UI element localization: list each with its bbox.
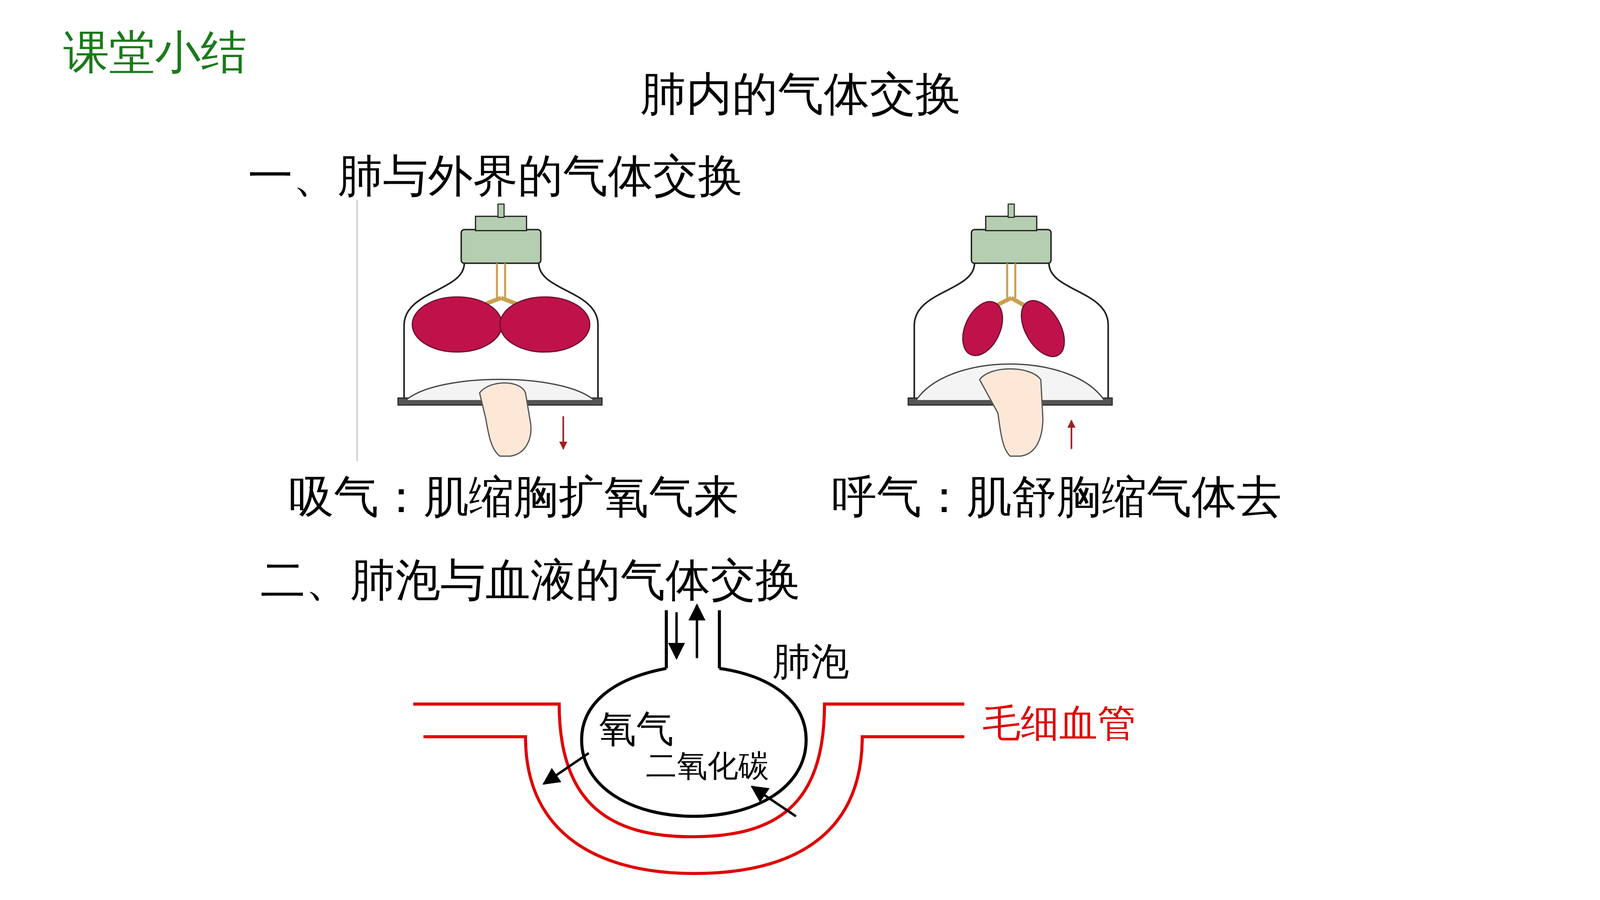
gas-label: 氧气 [598,707,674,751]
section-tag: 课堂小结 [63,25,247,79]
mnemonic-note: 呼气：肌舒胸缩气体去 [831,470,1282,523]
gas-label: 二氧化碳 [645,747,770,784]
bell-jar [397,204,603,405]
section-heading: 二、肺泡与血液的气体交换 [260,554,801,606]
mnemonic-note: 吸气：肌缩胸扩氧气来 [288,470,739,523]
page-title: 肺内的气体交换 [640,67,962,121]
part-label: 毛细血管 [982,701,1136,746]
section-heading: 一、肺与外界的气体交换 [247,150,743,202]
part-label: 肺泡 [772,639,850,684]
